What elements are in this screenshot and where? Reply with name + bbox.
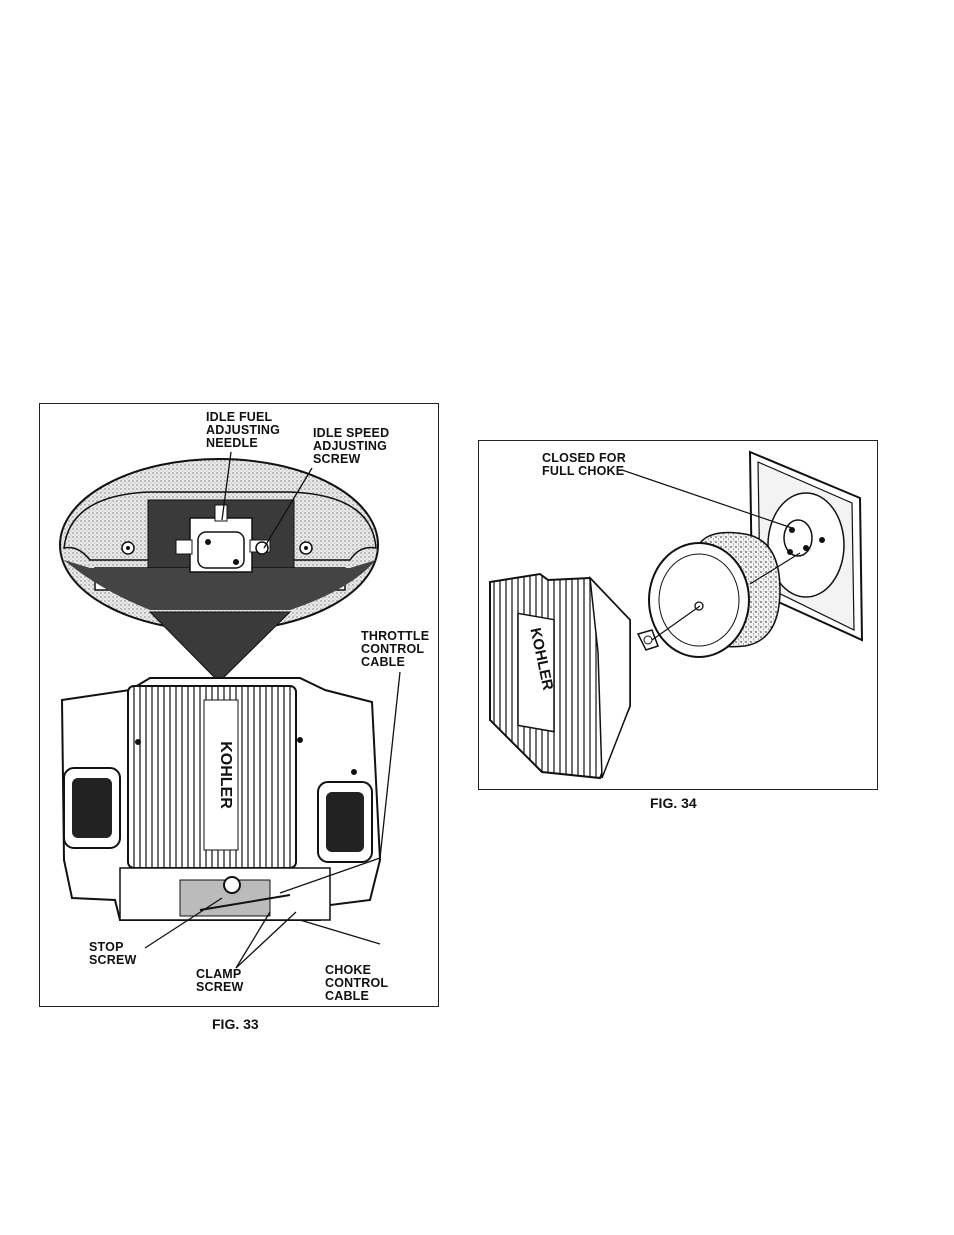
- label-closed-for-full-choke: CLOSED FOR FULL CHOKE: [542, 452, 626, 478]
- wing-nut: [638, 630, 658, 650]
- air-cleaner-cover: KOHLER: [490, 574, 630, 778]
- air-filter-element: [649, 533, 780, 658]
- figure-34-caption: FIG. 34: [650, 795, 697, 811]
- label-line: FULL CHOKE: [542, 465, 626, 478]
